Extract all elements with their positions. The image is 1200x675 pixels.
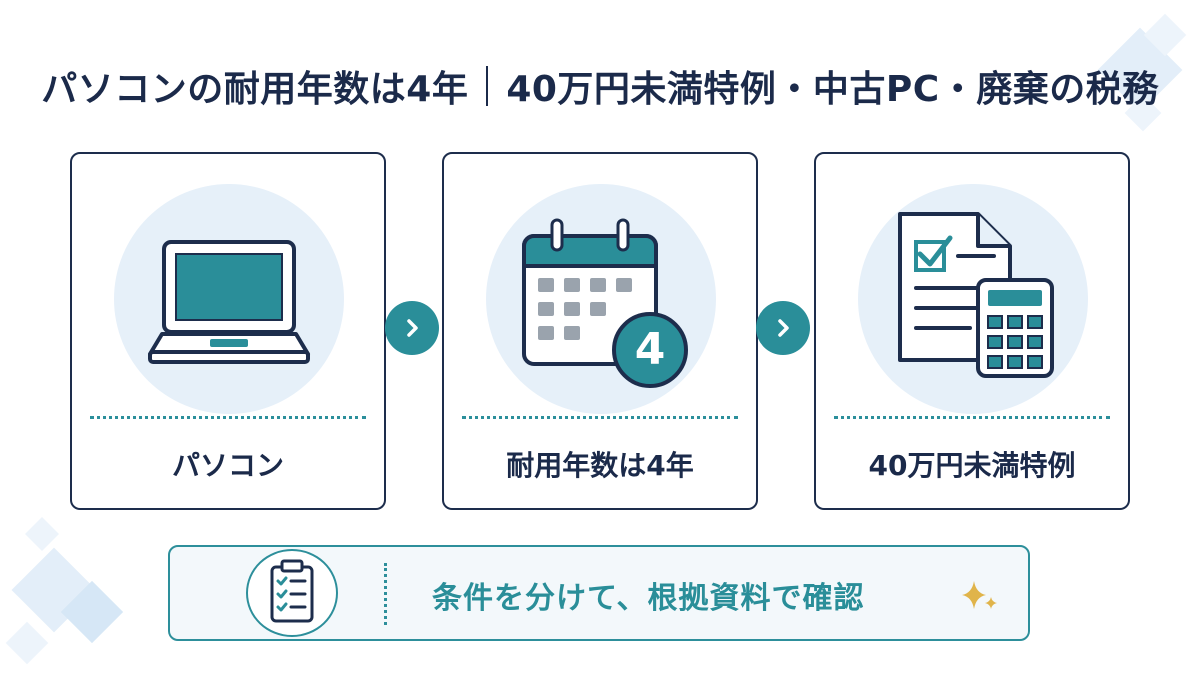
title-sub: 40万円未満特例・中古PC・廃棄の税務 [506,69,1159,110]
divider [462,416,738,419]
clipboard-checklist-icon [270,559,314,623]
banner-message: 条件を分けて、根拠資料で確認 [432,581,865,616]
sparkle-icon [962,581,997,609]
title-main: パソコンの耐用年数は4年 [41,69,469,110]
page-title: パソコンの耐用年数は4年 40万円未満特例・中古PC・廃棄の税務 [0,58,1200,114]
banner-divider [384,563,387,625]
card-label: 40万円未満特例 [868,449,1076,482]
decor-diamond [25,517,59,551]
divider [90,416,366,419]
card-useful-life: 4 耐用年数は4年 [442,152,758,510]
confirm-banner: 条件を分けて、根拠資料で確認 [168,545,1030,641]
document-calculator-icon [898,212,1054,378]
next-arrow [385,301,439,355]
icon-circle: 4 [486,184,716,414]
chevron-right-icon [407,319,418,337]
laptop-icon [148,240,310,364]
card-label: パソコン [171,449,284,482]
icon-circle [114,184,344,414]
card-special-rule: 40万円未満特例 [814,152,1130,510]
calendar-badge-number: 4 [634,324,666,375]
title-separator [486,66,489,106]
card-pc: パソコン [70,152,386,510]
banner-icon-badge [246,549,338,637]
next-arrow [756,301,810,355]
divider [834,416,1110,419]
chevron-right-icon [778,319,789,337]
icon-circle [858,184,1088,414]
card-label: 耐用年数は4年 [506,449,694,482]
calendar-icon [522,218,688,388]
decor-diamond [5,621,49,665]
